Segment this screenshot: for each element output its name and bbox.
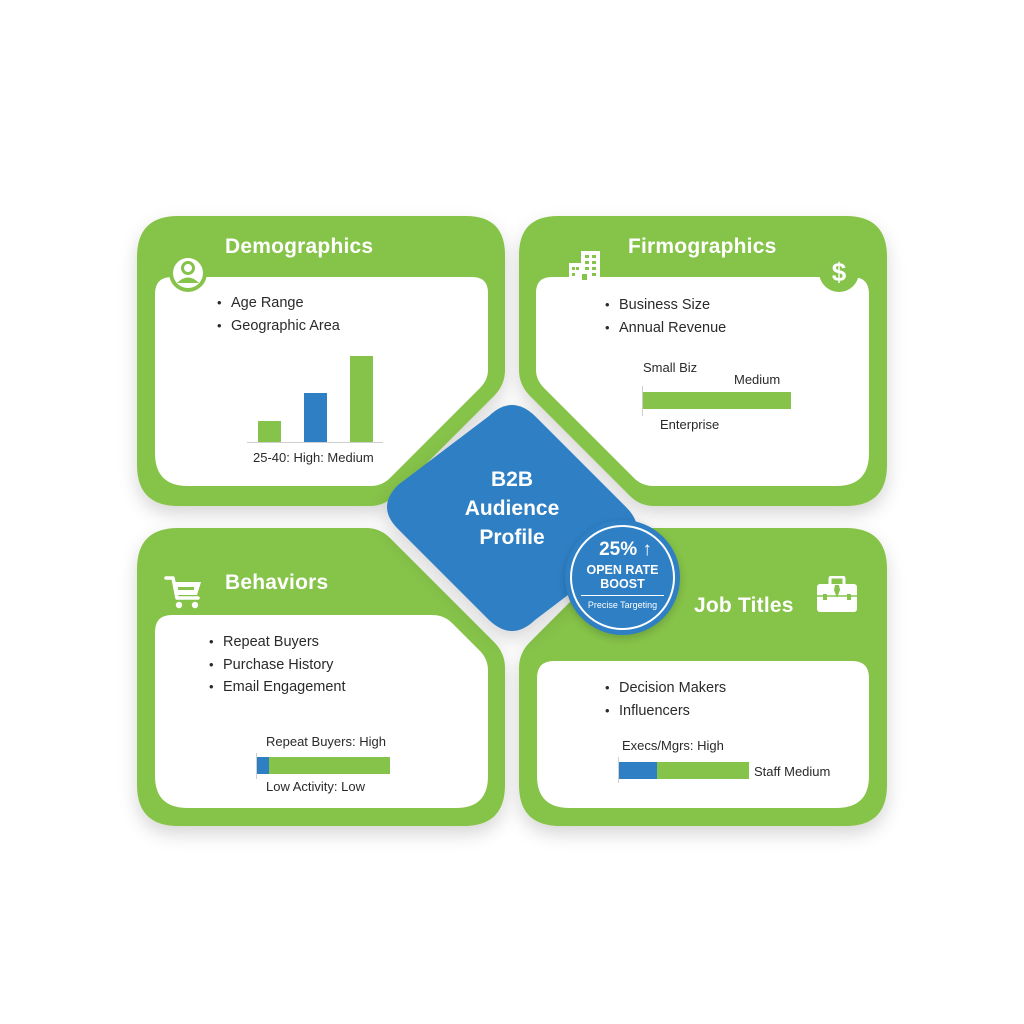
- demographics-bar-2: [304, 393, 327, 442]
- open-rate-badge: 25% ↑ OPEN RATE BOOST Precise Targeting: [565, 520, 680, 635]
- job-titles-bar-staff: [657, 762, 749, 779]
- user-icon: [168, 253, 208, 293]
- shopping-cart-icon: [164, 573, 204, 611]
- center-title-line-2: Audience: [464, 497, 560, 520]
- building-icon: [563, 247, 605, 285]
- demographics-bullets: Age Range Geographic Area: [217, 292, 340, 337]
- job-titles-title: Job Titles: [694, 594, 794, 617]
- behaviors-title: Behaviors: [225, 571, 329, 594]
- firmographics-axis: [642, 386, 643, 416]
- behaviors-bar-high: [269, 757, 390, 774]
- list-item: Repeat Buyers: [209, 631, 346, 654]
- low-activity-label: Low Activity: Low: [266, 779, 365, 794]
- list-item: Email Engagement: [209, 676, 346, 699]
- badge-line-2: BOOST: [600, 577, 645, 591]
- staff-medium-label: Staff Medium: [754, 764, 831, 779]
- behaviors-bar-low: [257, 757, 269, 774]
- list-item: Annual Revenue: [605, 317, 726, 340]
- briefcase-icon: [815, 575, 859, 614]
- behaviors-bullets: Repeat Buyers Purchase History Email Eng…: [209, 631, 346, 699]
- badge-line-1: OPEN RATE: [586, 563, 659, 577]
- repeat-buyers-label: Repeat Buyers: High: [266, 734, 386, 749]
- enterprise-label: Enterprise: [660, 417, 720, 432]
- medium-label: Medium: [734, 372, 781, 387]
- svg-text:$: $: [832, 257, 847, 287]
- badge-ring: [570, 525, 675, 630]
- firmographics-title: Firmographics: [628, 235, 777, 258]
- small-biz-label: Small Biz: [643, 360, 698, 375]
- behaviors-axis: [256, 753, 257, 779]
- execs-mgrs-label: Execs/Mgrs: High: [622, 738, 724, 753]
- list-item: Business Size: [605, 294, 726, 317]
- job-titles-axis: [618, 757, 619, 783]
- job-titles-bullets: Decision Makers Influencers: [605, 677, 726, 722]
- center-title: B2B Audience Profile: [432, 465, 592, 552]
- center-title-line-3: Profile: [479, 526, 545, 549]
- dollar-icon: $: [818, 251, 860, 293]
- list-item: Influencers: [605, 700, 726, 723]
- center-title-line-1: B2B: [490, 468, 533, 491]
- list-item: Geographic Area: [217, 315, 340, 338]
- demographics-baseline: [247, 442, 383, 443]
- firmographics-bullets: Business Size Annual Revenue: [605, 294, 726, 339]
- demographics-bar-3: [350, 356, 373, 442]
- demographics-bar-1: [258, 421, 281, 442]
- firmographics-bar: [643, 392, 791, 409]
- badge-caption: Precise Targeting: [587, 600, 658, 610]
- list-item: Decision Makers: [605, 677, 726, 700]
- list-item: Age Range: [217, 292, 340, 315]
- badge-divider: [581, 595, 664, 596]
- job-titles-bar-execs: [619, 762, 657, 779]
- badge-value: 25% ↑: [599, 539, 652, 560]
- demographics-chart-label: 25-40: High: Medium: [253, 450, 374, 465]
- list-item: Purchase History: [209, 654, 346, 677]
- demographics-title: Demographics: [225, 235, 374, 258]
